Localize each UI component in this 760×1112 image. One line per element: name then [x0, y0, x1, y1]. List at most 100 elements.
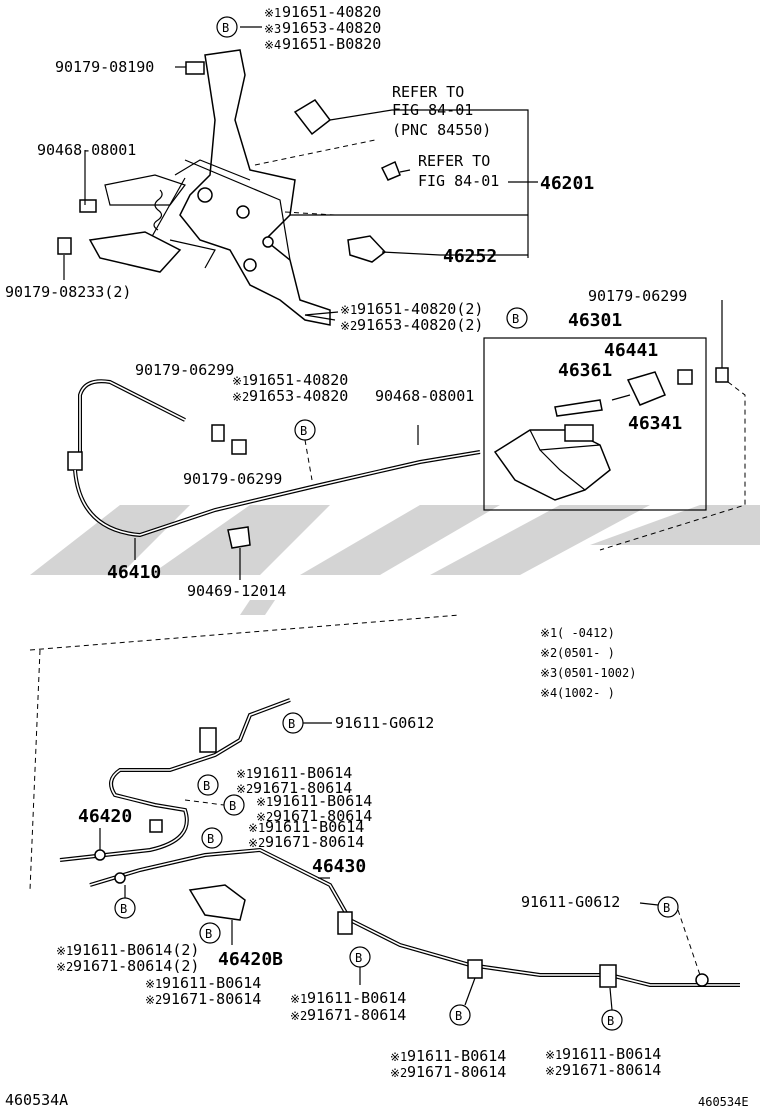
- svg-text:(0501- ): (0501- ): [557, 646, 615, 660]
- svg-text:B: B: [663, 901, 670, 915]
- part-label: 90468-08001: [375, 387, 474, 405]
- ref-mark: ※1: [145, 977, 162, 991]
- svg-text:B: B: [512, 312, 519, 326]
- b-mark: B: [294, 419, 316, 441]
- refer-text: FIG 84-01: [418, 172, 499, 190]
- part-label: 46441: [604, 340, 658, 361]
- b-mark: B: [349, 946, 371, 968]
- svg-text:B: B: [455, 1009, 462, 1023]
- part-label: 90468-08001: [37, 141, 136, 159]
- svg-text:B: B: [120, 902, 127, 916]
- part-label: 46201: [540, 173, 594, 194]
- b-mark: B: [223, 794, 245, 816]
- part-number: 91653-40820: [249, 387, 348, 405]
- svg-text:※2: ※2: [540, 646, 557, 660]
- b-mark: B: [201, 827, 223, 849]
- front-cable-46410: [67, 379, 481, 549]
- part-number: 91611-B0614: [162, 974, 261, 992]
- svg-text:B: B: [205, 927, 212, 941]
- part-number: 91671-80614: [562, 1061, 661, 1079]
- part-number: 91671-80614: [407, 1063, 506, 1081]
- rear-cables: [59, 698, 740, 988]
- svg-text:※3: ※3: [540, 666, 557, 680]
- b-mark: B: [449, 1004, 471, 1026]
- svg-text:(0501-1002): (0501-1002): [557, 666, 636, 680]
- svg-text:B: B: [288, 717, 295, 731]
- part-label: 46430: [312, 856, 366, 877]
- part-number: 91671-80614: [265, 833, 364, 851]
- svg-text:( -0412): ( -0412): [557, 626, 615, 640]
- ref-mark: ※2: [256, 810, 273, 824]
- part-number: 91611-B0614: [265, 818, 364, 836]
- part-number: 91611-B0614: [407, 1047, 506, 1065]
- ref-mark: ※1: [56, 944, 73, 958]
- part-label: 90469-12014: [187, 582, 286, 600]
- b-mark: B: [282, 712, 304, 734]
- svg-text:B: B: [300, 424, 307, 438]
- part-label: 46361: [558, 360, 612, 381]
- ref-mark: ※1: [236, 767, 253, 781]
- ref-mark: ※2: [545, 1064, 562, 1078]
- figure-code: 460534A: [5, 1091, 68, 1109]
- part-number: 91651-40820: [282, 3, 381, 21]
- ref-mark: ※1: [264, 6, 281, 20]
- ref-mark: ※2: [145, 993, 162, 1007]
- ref-mark: ※1: [290, 992, 307, 1006]
- ref-mark: ※2: [290, 1009, 307, 1023]
- part-label: 46420: [78, 806, 132, 827]
- svg-text:B: B: [607, 1014, 614, 1028]
- b-mark: B: [506, 307, 528, 329]
- part-number: 91653-40820(2): [357, 316, 483, 334]
- ref-mark: ※2: [232, 390, 249, 404]
- part-number: 91653-40820: [282, 19, 381, 37]
- part-number: 91611-B0614: [253, 764, 352, 782]
- part-label: 46420B: [218, 949, 283, 970]
- part-number: 91611-B0614: [273, 792, 372, 810]
- svg-text:※1: ※1: [540, 626, 557, 640]
- part-number: 91671-80614: [162, 990, 261, 1008]
- svg-text:※4: ※4: [540, 686, 557, 700]
- ref-mark: ※1: [390, 1050, 407, 1064]
- b-mark: B: [601, 1009, 623, 1031]
- b-mark: B: [199, 922, 221, 944]
- ref-mark: ※2: [236, 782, 253, 796]
- svg-text:B: B: [222, 21, 229, 35]
- refer-text: FIG 84-01: [392, 101, 473, 119]
- ref-mark: ※2: [248, 836, 265, 850]
- part-number: 91611-B0614: [562, 1045, 661, 1063]
- part-number: 91651-40820(2): [357, 300, 483, 318]
- part-label: 46410: [107, 562, 161, 583]
- part-number: 91611-B0614(2): [73, 941, 199, 959]
- b-mark: B: [114, 897, 136, 919]
- refer-text: REFER TO: [392, 83, 464, 101]
- svg-text:B: B: [355, 951, 362, 965]
- part-number: 91671-80614: [273, 807, 372, 825]
- part-number: 91671-80614(2): [73, 957, 199, 975]
- part-number: 91651-B0820: [282, 35, 381, 53]
- svg-text:B: B: [203, 779, 210, 793]
- svg-text:(1002- ): (1002- ): [557, 686, 615, 700]
- part-label: 90179-06299: [183, 470, 282, 488]
- watermark-logo: [30, 505, 760, 615]
- b-mark: B: [657, 896, 679, 918]
- svg-text:B: B: [229, 799, 236, 813]
- ref-mark: ※1: [232, 374, 249, 388]
- ref-mark: ※1: [340, 303, 357, 317]
- part-number: 91671-80614: [307, 1006, 406, 1024]
- date-notes: ※1 ( -0412) ※2 (0501- ) ※3 (0501-1002) ※…: [540, 626, 636, 700]
- ref-mark: ※2: [340, 319, 357, 333]
- part-label: 46341: [628, 413, 682, 434]
- part-number: 91671-80614: [253, 779, 352, 797]
- ref-mark: ※1: [248, 821, 265, 835]
- ref-mark: ※1: [256, 795, 273, 809]
- part-label: 46252: [443, 246, 497, 267]
- svg-text:B: B: [207, 832, 214, 846]
- refer-text: REFER TO: [418, 152, 490, 170]
- equalizer-box-46301: [483, 337, 729, 511]
- ref-mark: ※2: [56, 960, 73, 974]
- part-label: 46301: [568, 310, 622, 331]
- part-number: 91611-B0614: [307, 989, 406, 1007]
- ref-mark: ※4: [264, 38, 281, 52]
- part-label: 91611-G0612: [521, 893, 620, 911]
